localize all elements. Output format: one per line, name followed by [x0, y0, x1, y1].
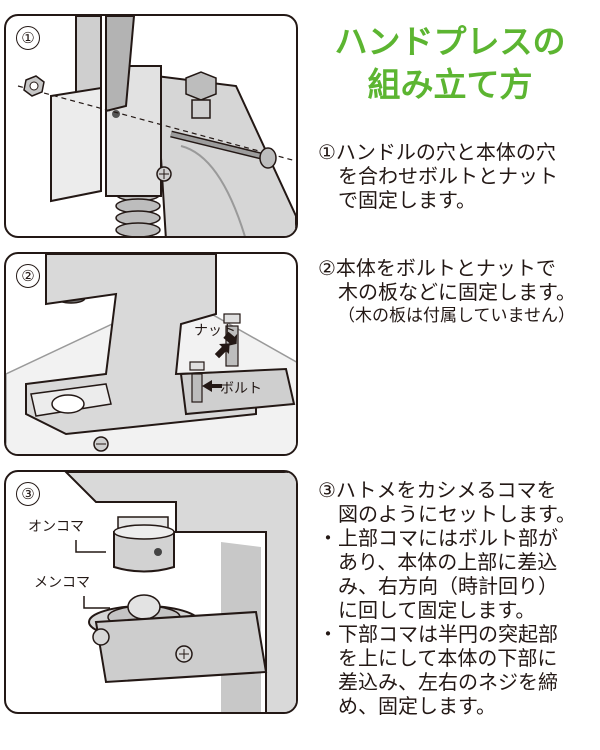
step-1-line-1: ①ハンドルの穴と本体の穴: [318, 140, 556, 164]
page-title-line-2: 組み立て方: [367, 65, 533, 104]
illustration-panel-1: ①: [4, 14, 298, 238]
panel-number: ①: [16, 26, 40, 50]
female-die-label: メンコマ: [34, 575, 90, 591]
step-3-bullet-1-line-4: に回して固定します。: [338, 598, 536, 622]
illustration-panel-2: ② ナット ボルト: [4, 252, 298, 456]
illustration-panel-3: ③ オンコマ メンコマ: [4, 470, 298, 714]
page-title-line-1: ハンドプレスの: [334, 22, 566, 61]
panel-number: ②: [16, 264, 40, 288]
step-2-line-1: ②本体をボルトとナットで: [318, 256, 556, 280]
bolt-label: ボルト: [220, 381, 262, 397]
step-2-note: （木の板は付属していません）: [338, 306, 575, 326]
panel-number: ③: [16, 482, 40, 506]
step-3-bullet-2-line-1: ・下部コマは半円の突起部: [318, 622, 558, 646]
step-3-text: ③ハトメをカシメるコマを 図のようにセットします。 ・上部コマにはボルト部が あ…: [318, 478, 600, 718]
step-2-text: ②本体をボルトとナットで 木の板などに固定します。 （木の板は付属していません）: [318, 256, 600, 328]
step-1-text: ①ハンドルの穴と本体の穴 を合わせボルトとナット で固定します。: [318, 140, 600, 212]
die-installation-illustration: [64, 472, 296, 712]
step-3-bullet-1-line-2: あり、本体の上部に差込: [338, 550, 558, 574]
step-3-bullet-1-line-1: ・上部コマにはボルト部が: [318, 526, 558, 550]
step-3-line-2: 図のようにセットします。: [338, 502, 576, 526]
step-3-bullet-1-line-3: み、右方向（時計回り）: [338, 574, 558, 598]
nut-label: ナット: [194, 323, 236, 339]
step-3-bullet-2-line-4: め、固定します。: [338, 694, 496, 718]
step-1-line-2: を合わせボルトとナット: [338, 164, 558, 188]
step-3-line-1: ③ハトメをカシメるコマを: [318, 478, 557, 502]
handle-assembly-illustration: [17, 16, 296, 236]
step-3-bullet-2-line-3: 差込み、左右のネジを締: [338, 670, 558, 694]
step-1-line-3: で固定します。: [338, 188, 476, 212]
board-mount-illustration: [6, 254, 296, 454]
step-3-bullet-2-line-2: を上にして本体の下部に: [338, 646, 558, 670]
male-die-label: オンコマ: [28, 519, 84, 535]
step-2-line-2: 木の板などに固定します。: [338, 280, 576, 304]
